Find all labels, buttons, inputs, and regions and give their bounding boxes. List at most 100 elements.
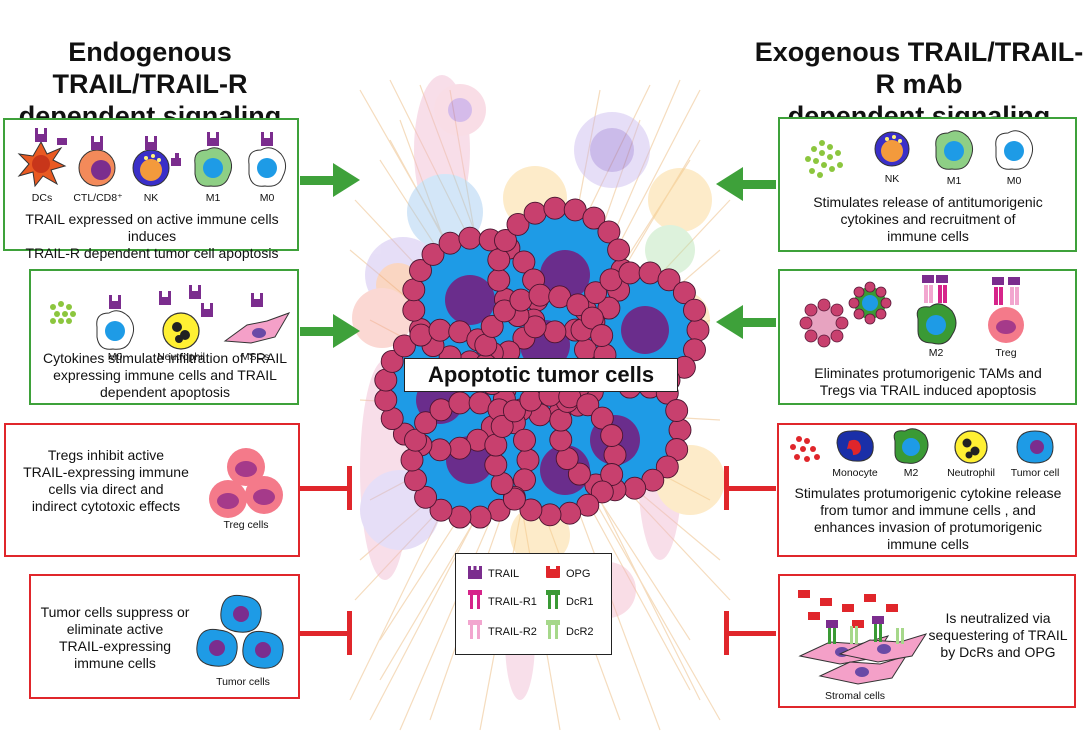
treg-cell-icon — [988, 277, 1024, 343]
right-box-neutralized: Stromal cells Is neutralized via sequest… — [778, 574, 1076, 708]
left-box-2-caption-line3: dependent apoptosis — [100, 384, 230, 400]
apoptotic-bead — [502, 399, 526, 423]
apoptotic-bead — [374, 388, 398, 412]
apoptotic-bead — [404, 468, 427, 492]
m1-cell-icon — [935, 130, 974, 170]
protumor-icons — [790, 428, 1054, 464]
apoptotic-bead — [509, 288, 533, 312]
treg-cells-icon — [209, 448, 283, 518]
right-box-4-caption-line2: sequestering of TRAIL — [928, 627, 1068, 643]
m0-cell-icon — [96, 295, 135, 350]
label-m2: M2 — [928, 347, 944, 359]
left-box-2-caption-line2: expressing immune cells and TRAIL — [53, 367, 277, 383]
left-box-3-caption-line2: TRAIL-expressing immune — [23, 464, 189, 480]
left-green-arrow-2 — [300, 314, 360, 348]
legend-icons — [468, 566, 560, 639]
legend-label-trail-r1: TRAIL-R1 — [488, 596, 537, 608]
apoptotic-bead — [683, 298, 706, 322]
apoptotic-bead — [494, 229, 517, 252]
cytokine-dots-red-icon — [790, 436, 820, 462]
right-green-arrow-2 — [716, 305, 776, 339]
m0-cell-icon — [995, 130, 1034, 170]
label-tumor-cell: Tumor cell — [1010, 467, 1060, 479]
treg-cell-icon — [209, 448, 283, 518]
apoptotic-bead — [448, 391, 472, 415]
label-dcs: DCs — [31, 192, 53, 204]
apoptotic-bead — [600, 424, 624, 447]
infiltration-icons — [50, 285, 291, 350]
label-mscs: MSCs — [240, 351, 270, 363]
apoptotic-bead — [480, 314, 504, 338]
apoptotic-bead — [429, 498, 453, 522]
right-box-2-caption: Eliminates protumorigenic TAMs and Tregs… — [782, 365, 1074, 399]
dcr2-icon — [546, 620, 560, 639]
label-m0: M0 — [259, 192, 275, 204]
apoptotic-bead — [597, 296, 621, 320]
right-box-4-caption-line3: by DcRs and OPG — [940, 644, 1056, 660]
apoptotic-bead — [487, 248, 511, 272]
opg-icon — [546, 566, 560, 578]
legend-label-dcr1: DcR1 — [566, 596, 594, 608]
tumor-cell-icon — [196, 594, 284, 669]
apoptotic-bead — [603, 443, 627, 467]
right-inhibit-2 — [724, 611, 776, 655]
left-box-2-caption-line1: Cytokines stimulate infiltration of TRAI… — [42, 350, 288, 366]
right-box-antitumorigenic: NK M1 M0 Stimulates release of antitumor… — [778, 117, 1077, 252]
left-box-4-caption-line2: eliminate active — [66, 621, 164, 637]
apoptotic-bead — [549, 428, 573, 452]
apoptotic-bead — [683, 338, 706, 362]
apoptotic-bead — [655, 455, 679, 479]
apoptotic-bead — [380, 349, 404, 373]
left-box-immune-cells: DCs CTL/CD8⁺ NK M1 M0 TRAIL expressed on… — [3, 118, 299, 261]
dcr1-icon — [546, 590, 560, 609]
left-box-1-caption: TRAIL expressed on active immune cells i… — [7, 211, 297, 262]
apoptotic-m2-icon — [848, 281, 892, 325]
apoptotic-bead — [528, 283, 552, 307]
apoptotic-bead — [623, 476, 647, 500]
immune-cells-icons — [17, 128, 287, 188]
dc-cell-icon — [17, 128, 67, 188]
label-tumor-cells: Tumor cells — [216, 676, 270, 688]
left-green-arrow-1 — [300, 163, 360, 197]
label-m2: M2 — [903, 467, 919, 479]
left-box-4-caption-line1: Tumor cells suppress or — [40, 604, 190, 620]
left-box-1-caption-line1: TRAIL expressed on active immune cells i… — [25, 211, 279, 244]
right-green-arrow-1 — [716, 167, 776, 201]
m0-cell-icon — [248, 132, 287, 187]
apoptotic-bead — [414, 411, 438, 435]
right-box-eliminate-tams: M2 Treg Eliminates protumorigenic TAMs a… — [778, 269, 1077, 405]
apoptotic-bead — [512, 250, 536, 274]
apoptotic-bead — [490, 414, 514, 438]
right-box-3-caption-line3: enhances invasion of protumorigenic — [813, 519, 1043, 535]
apoptotic-bead — [513, 428, 536, 452]
label-treg-cells: Treg cells — [223, 519, 269, 531]
apoptotic-bead — [402, 298, 426, 322]
right-box-1-caption-line2: cytokines and recruitment of — [840, 211, 1016, 227]
right-box-1-caption-line1: Stimulates release of antitumorigenic — [813, 194, 1043, 210]
left-heading-line1: Endogenous TRAIL/TRAIL-R — [52, 37, 248, 99]
apoptotic-bead — [543, 320, 567, 344]
apoptotic-bead — [409, 323, 433, 347]
apoptotic-bead — [409, 259, 432, 282]
label-neutrophil: Neutrophil — [157, 351, 205, 363]
label-nk: NK — [143, 192, 159, 204]
apoptotic-bead — [421, 242, 445, 266]
label-treg: Treg — [995, 347, 1017, 359]
right-box-1-caption: Stimulates release of antitumorigenic cy… — [782, 194, 1074, 245]
trail-r2-icon — [468, 620, 482, 639]
right-box-3-caption: Stimulates protumorigenic cytokine relea… — [781, 485, 1075, 553]
apoptotic-bead — [584, 281, 608, 305]
nk-cell-icon — [874, 131, 910, 167]
left-box-cytokine-infiltration: M0 Neutrophil MSCs Cytokines stimulate i… — [29, 269, 299, 405]
label-neutrophil: Neutrophil — [947, 467, 995, 479]
label-m1: M1 — [946, 175, 962, 187]
msc-cell-icon — [223, 293, 291, 344]
label-m0: M0 — [1006, 175, 1022, 187]
right-box-2-caption-line2: Tregs via TRAIL induced apoptosis — [819, 382, 1037, 398]
tumor-cells-icon — [196, 594, 284, 669]
monocyte-cell-icon — [836, 430, 874, 462]
left-box-3-caption-line1: Tregs inhibit active — [47, 447, 165, 463]
left-box-1-caption-line2: TRAIL-R dependent tumor cell apoptosis — [25, 245, 279, 261]
label-stromal-cells: Stromal cells — [824, 690, 886, 702]
left-box-4-caption-line4: immune cells — [74, 655, 156, 671]
